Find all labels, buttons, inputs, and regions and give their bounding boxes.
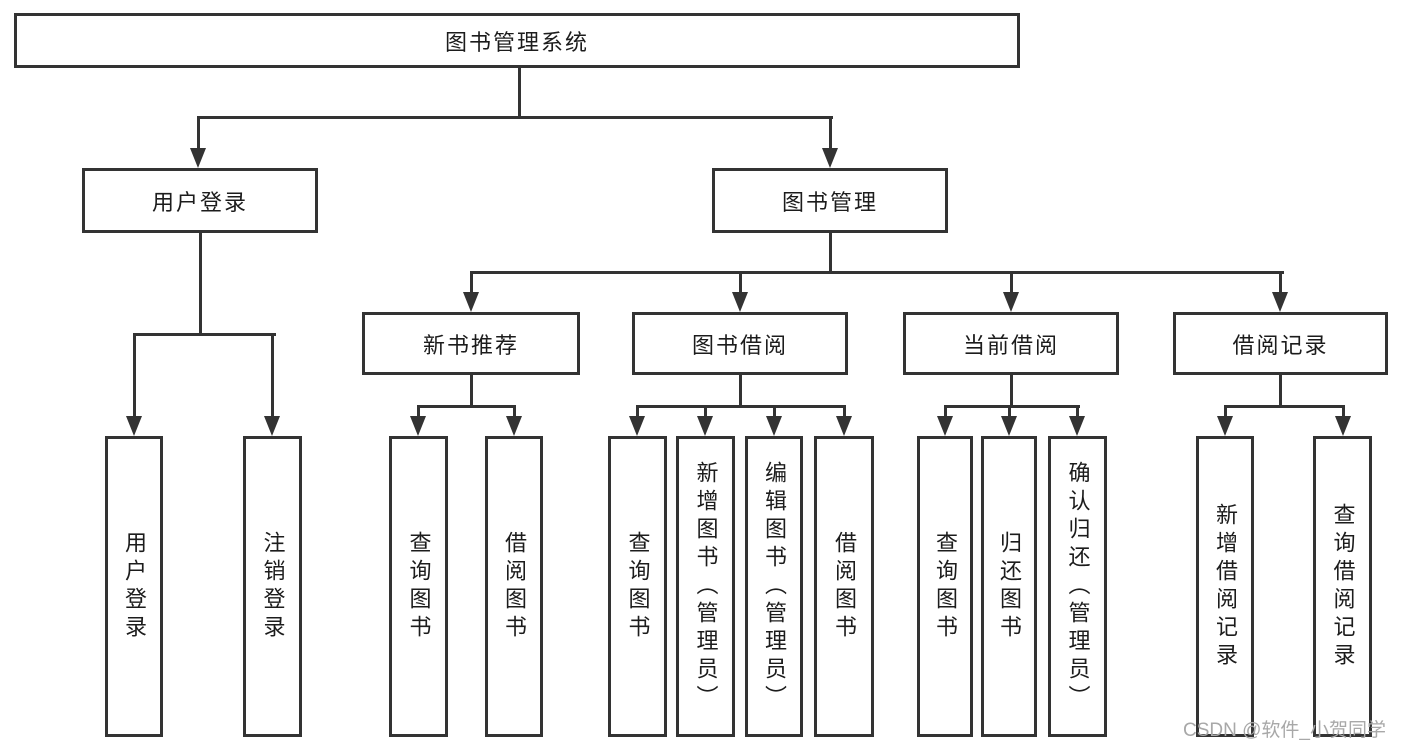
arrow-down-icon [264,416,280,436]
leaf-label: 编辑图书（管理员） [762,460,787,713]
watermark: CSDN @软件_小贺同学 [1183,720,1386,741]
leaf-label: 用户登录 [122,530,147,643]
node-new-book-recommendation: 新书推荐 [362,312,580,375]
arrow-down-icon [937,416,953,436]
node-label: 当前借阅 [962,332,1059,358]
leaf-label: 确认归还（管理员） [1065,460,1091,713]
node-book-management: 图书管理 [712,168,948,233]
leaf-bb-edit-book-admin: 编辑图书（管理员） [745,436,803,737]
connector-line [197,118,200,152]
node-label: 图书管理系统 [444,29,589,55]
arrow-down-icon [1003,292,1019,312]
leaf-user-login: 用户登录 [105,436,163,737]
leaf-label: 借阅图书 [502,530,527,643]
connector-line [417,407,420,420]
connector-line [470,271,1284,274]
node-label: 图书借阅 [691,332,788,358]
connector-line [1010,273,1013,296]
leaf-label: 查询借阅记录 [1330,502,1356,671]
connector-line [739,375,742,407]
node-current-borrowing: 当前借阅 [903,312,1119,375]
connector-line [199,233,202,335]
connector-line [944,407,947,420]
connector-line [1224,405,1345,408]
node-label: 用户登录 [151,189,248,215]
node-book-borrowing: 图书借阅 [632,312,848,375]
connector-line [1224,407,1227,420]
arrow-down-icon [1272,292,1288,312]
leaf-bb-add-book-admin: 新增图书（管理员） [676,436,735,737]
connector-line [1279,375,1282,407]
connector-line [518,68,521,118]
node-label: 图书管理 [781,189,878,215]
leaf-nb-query-books: 查询图书 [389,436,448,737]
arrow-down-icon [1001,416,1017,436]
leaf-label: 注销登录 [260,530,286,643]
leaf-bb-borrow-books: 借阅图书 [814,436,874,737]
connector-line [470,273,473,296]
leaf-label: 查询图书 [625,530,651,643]
connector-line [417,405,516,408]
arrow-down-icon [697,416,713,436]
connector-line [944,405,1080,408]
leaf-nb-borrow-books: 借阅图书 [485,436,543,737]
leaf-br-query-borrow-record: 查询借阅记录 [1313,436,1372,737]
node-label: 新书推荐 [422,332,519,358]
connector-line [133,333,276,336]
arrow-down-icon [1217,416,1233,436]
arrow-down-icon [1335,416,1351,436]
leaf-bb-query-books: 查询图书 [608,436,667,737]
node-user-login: 用户登录 [82,168,318,233]
leaf-label: 新增图书（管理员） [693,460,719,713]
arrow-down-icon [506,416,522,436]
connector-line [1076,407,1079,420]
connector-line [704,407,707,420]
connector-line [829,233,832,273]
connector-line [197,116,833,119]
connector-line [636,405,846,408]
connector-line [739,273,742,296]
arrow-down-icon [463,292,479,312]
leaf-label: 查询图书 [406,530,432,643]
connector-line [829,118,832,152]
arrow-down-icon [410,416,426,436]
leaf-cb-return-books: 归还图书 [981,436,1037,737]
connector-line [1010,375,1013,407]
connector-line [1342,407,1345,420]
leaf-cb-query-books: 查询图书 [917,436,973,737]
connector-line [133,335,136,420]
leaf-cb-confirm-return-admin: 确认归还（管理员） [1048,436,1107,737]
connector-line [271,335,274,420]
connector-line [470,375,473,407]
leaf-logout: 注销登录 [243,436,302,737]
leaf-label: 借阅图书 [832,530,857,643]
leaf-label: 归还图书 [997,530,1022,643]
node-borrowing-records: 借阅记录 [1173,312,1388,375]
node-label: 借阅记录 [1232,332,1329,358]
connector-line [1279,273,1282,296]
leaf-br-add-borrow-record: 新增借阅记录 [1196,436,1254,737]
leaf-label: 新增借阅记录 [1213,502,1238,671]
connector-line [773,407,776,420]
arrow-down-icon [822,148,838,168]
leaf-label: 查询图书 [933,530,958,643]
arrow-down-icon [732,292,748,312]
node-library-management-system: 图书管理系统 [14,13,1020,68]
connector-line [843,407,846,420]
connector-line [1008,407,1011,420]
connector-line [636,407,639,420]
arrow-down-icon [629,416,645,436]
connector-line [513,407,516,420]
arrow-down-icon [126,416,142,436]
arrow-down-icon [1069,416,1085,436]
arrow-down-icon [190,148,206,168]
arrow-down-icon [766,416,782,436]
arrow-down-icon [836,416,852,436]
